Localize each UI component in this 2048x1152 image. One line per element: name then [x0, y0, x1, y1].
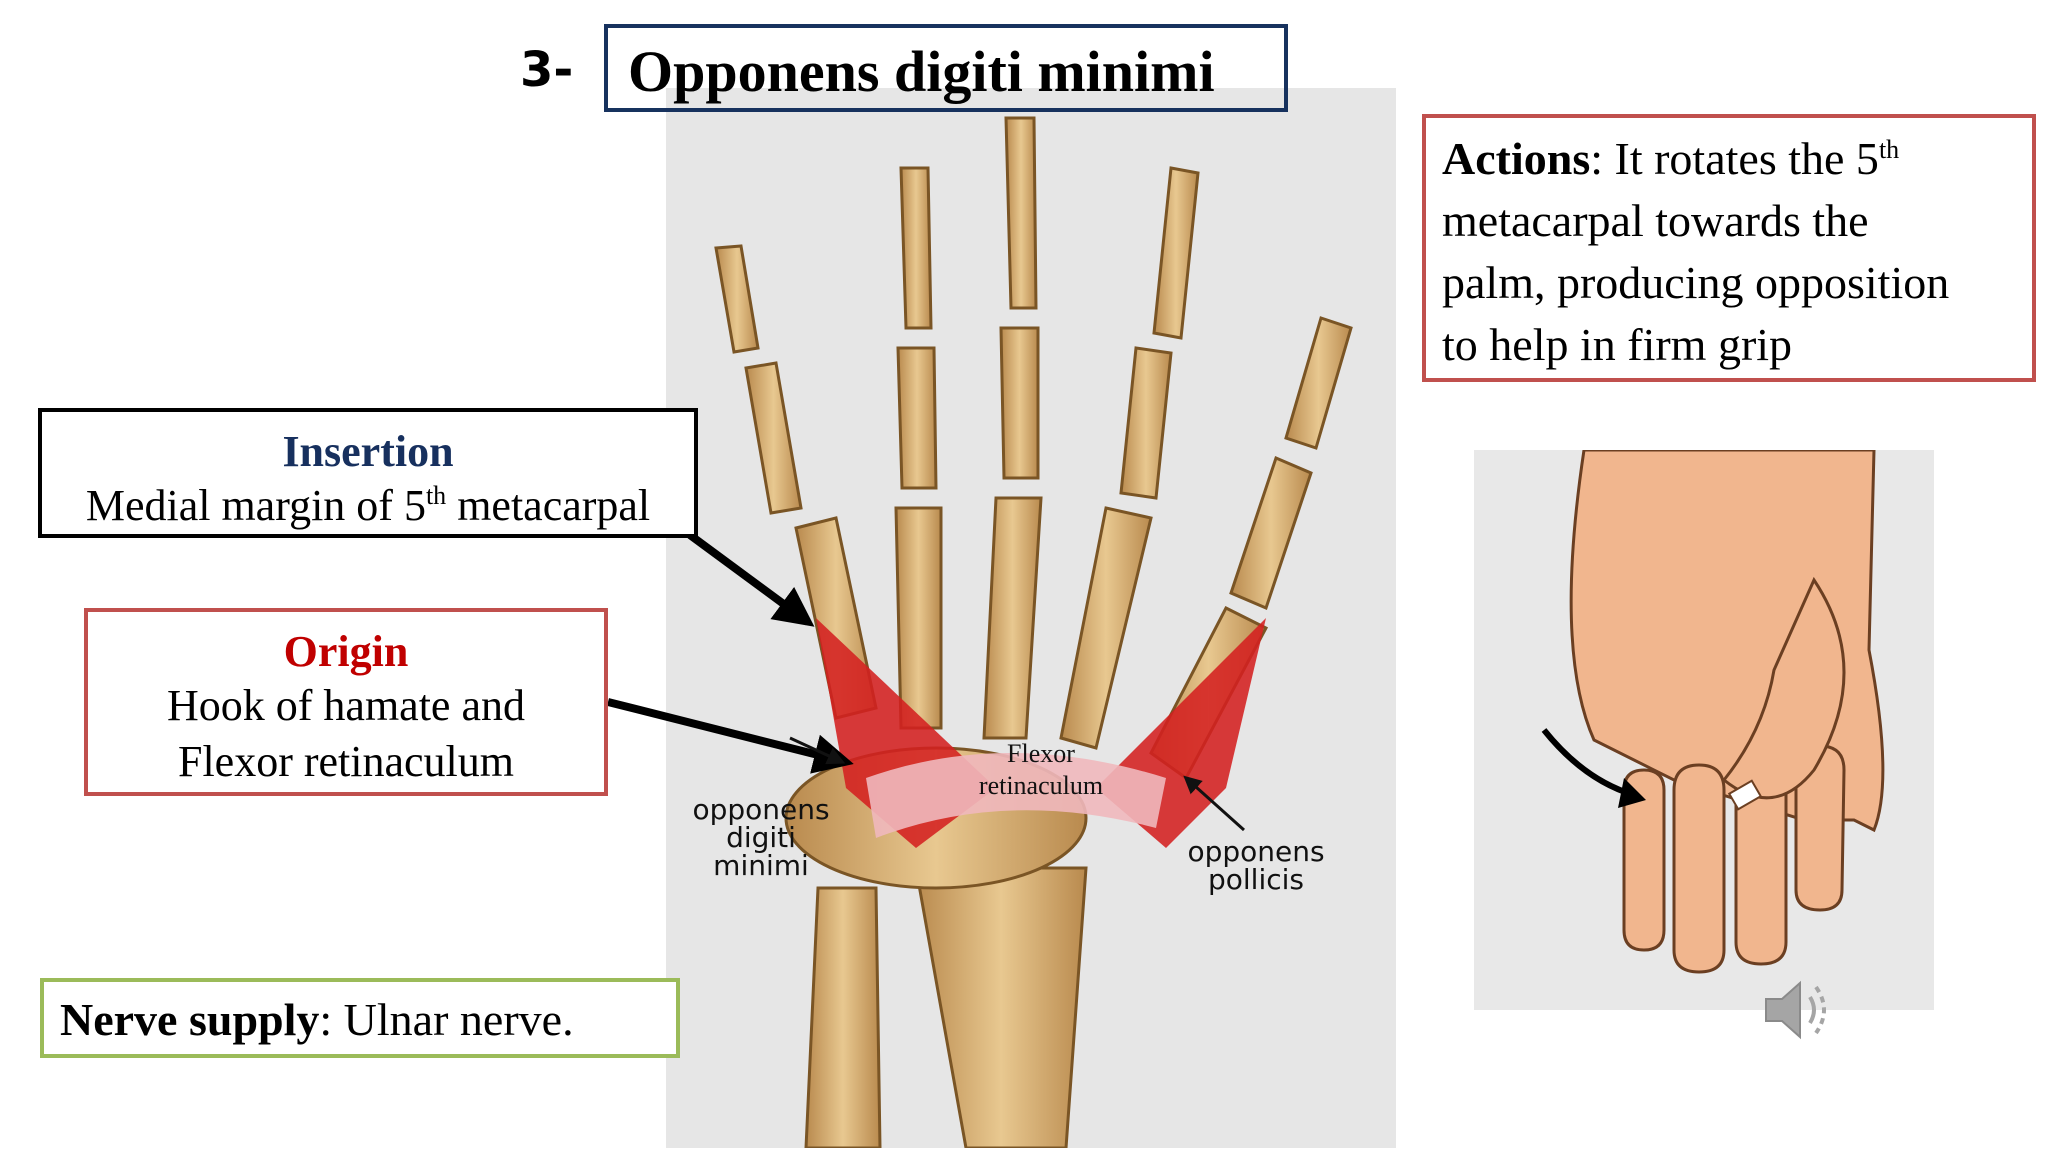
insertion-superscript: th — [425, 481, 447, 510]
hand-skeleton-drawing — [714, 116, 1353, 1148]
odm-label-line3: minimi — [713, 849, 809, 882]
actions-line1-text: : It rotates the 5 — [1590, 133, 1879, 184]
thumbnail — [1727, 779, 1763, 811]
origin-box: Origin Hook of hamate and Flexor retinac… — [84, 608, 608, 796]
ring-finger — [1672, 763, 1726, 974]
flexor-retinaculum-band — [866, 753, 1166, 838]
odm-label-line2: digiti — [726, 821, 796, 854]
flexor-label-line1: Flexor — [1007, 739, 1075, 768]
actions-text: Actions: It rotates the 5th metacarpal t… — [1442, 128, 1949, 376]
thumb — [1721, 576, 1846, 800]
odm-label-line1: opponens — [692, 793, 830, 826]
ulna-bone — [804, 886, 882, 1148]
actions-box: Actions: It rotates the 5th metacarpal t… — [1422, 114, 2036, 382]
origin-title: Origin — [283, 627, 409, 676]
nerve-supply-label: Nerve supply — [60, 994, 320, 1045]
nerve-supply-value: : Ulnar nerve. — [319, 994, 574, 1045]
nerve-supply-text: Nerve supply: Ulnar nerve. — [60, 992, 574, 1048]
op-label-line1: opponens — [1187, 835, 1325, 868]
hand-skeleton-image: Flexor retinaculum opponens digiti minim… — [666, 88, 1396, 1148]
opponens-pollicis-label: opponens pollicis — [1156, 838, 1356, 894]
odm-label-arrow-icon — [789, 736, 846, 765]
actions-label: Actions — [1442, 133, 1591, 184]
insertion-text-end: metacarpal — [446, 481, 651, 530]
origin-line1: Hook of hamate and — [167, 681, 525, 730]
speaker-icon[interactable] — [1760, 975, 1840, 1045]
insertion-arrow-icon — [687, 531, 815, 627]
title-box: Opponens digiti minimi — [604, 24, 1288, 112]
grip-illustration — [1474, 448, 1934, 1010]
rotation-arrowhead-icon — [1618, 778, 1646, 808]
insertion-title: Insertion — [282, 427, 454, 476]
origin-arrow-icon — [607, 698, 854, 774]
insertion-box: Insertion Medial margin of 5th metacarpa… — [38, 408, 698, 538]
actions-superscript: th — [1878, 135, 1900, 164]
op-label-arrow-icon — [1183, 775, 1246, 832]
op-label-line2: pollicis — [1207, 863, 1304, 896]
actions-line3: palm, producing opposition — [1442, 257, 1950, 308]
flexor-label-line2: retinaculum — [978, 771, 1104, 800]
actions-line1: Actions: It rotates the 5th — [1442, 128, 1949, 190]
little-finger — [1622, 768, 1666, 952]
origin-line2: Flexor retinaculum — [177, 737, 514, 786]
grip-hand-drawing — [1541, 448, 1885, 974]
insertion-text: Medial margin of 5th metacarpal — [42, 478, 694, 534]
insertion-text-main: Medial margin of 5 — [85, 481, 426, 530]
section-number: 3- — [520, 42, 574, 98]
actions-line4: to help in firm grip — [1442, 319, 1793, 370]
flexor-retinaculum-label: Flexor retinaculum — [956, 738, 1126, 802]
nerve-supply-box: Nerve supply: Ulnar nerve. — [40, 978, 680, 1058]
actions-line2: metacarpal towards the — [1442, 195, 1869, 246]
opponens-digiti-minimi-label: opponens digiti minimi — [666, 796, 856, 880]
page-title: Opponens digiti minimi — [628, 39, 1215, 104]
